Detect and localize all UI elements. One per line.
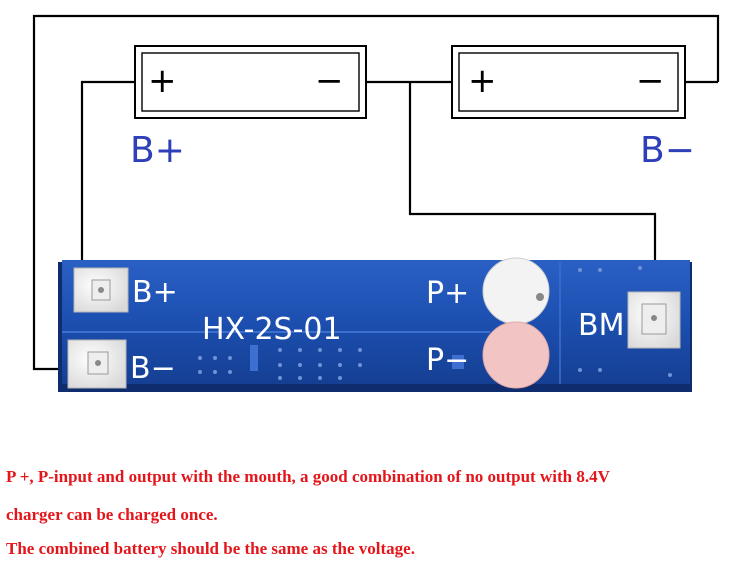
- caption-line-3: The combined battery should be the same …: [6, 539, 415, 558]
- board-model: HX-2S-01: [202, 312, 342, 347]
- caption-line-1: P +, P-input and output with the mouth, …: [6, 467, 610, 486]
- battery-cell-left: + −: [134, 45, 367, 119]
- wire-b-minus: [32, 14, 720, 371]
- battery-cell-right: + −: [451, 45, 686, 119]
- pcb-board: B+ B− HX-2S-01 P+ P− BM: [58, 257, 692, 392]
- wire-b-plus: [80, 80, 135, 289]
- pcb-vias: [198, 266, 672, 380]
- wiring-diagram: + − + − B+ B−: [32, 14, 720, 392]
- silk-bm: BM: [578, 308, 624, 343]
- pad-bm: [627, 291, 681, 349]
- pad-p-plus: [482, 257, 550, 325]
- label-battery-positive: B+: [130, 130, 185, 171]
- silk-p-plus: P+: [426, 276, 469, 311]
- cell-left-plus: +: [148, 61, 177, 101]
- pad-p-minus: [482, 321, 550, 389]
- wires: [32, 14, 720, 371]
- pad-b-minus: [67, 339, 127, 389]
- cell-right-minus: −: [636, 61, 665, 101]
- wire-mid: [366, 80, 657, 300]
- label-battery-negative: B−: [640, 130, 695, 171]
- cell-right-plus: +: [468, 61, 497, 101]
- silk-b-minus: B−: [130, 351, 176, 386]
- silk-b-plus: B+: [132, 275, 178, 310]
- cell-left-minus: −: [315, 61, 344, 101]
- silk-p-minus: P−: [426, 343, 469, 378]
- pad-b-plus: [73, 267, 129, 313]
- caption-line-2: charger can be charged once.: [6, 505, 218, 524]
